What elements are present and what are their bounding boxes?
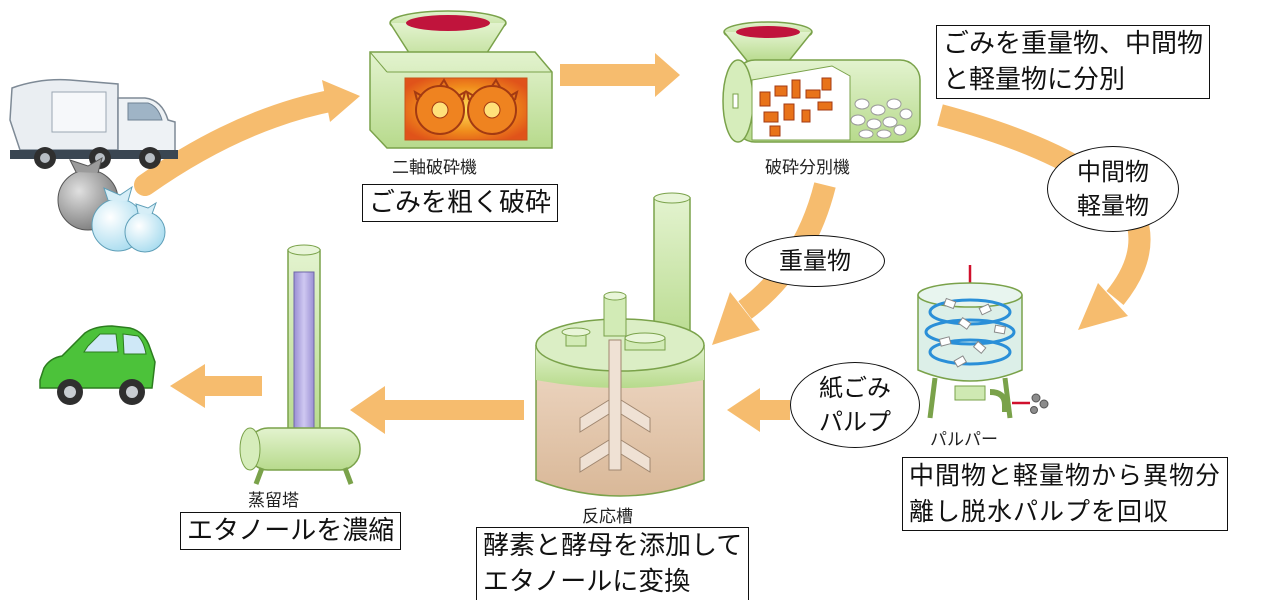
pulper-note-line-1: 中間物と軽量物から異物分	[909, 461, 1222, 490]
distiller-note: エタノールを濃縮	[180, 512, 402, 550]
heavy-flow-label: 重量物	[745, 235, 885, 287]
pulper-note: 中間物と軽量物から異物分 離し脱水パルプを回収	[902, 457, 1229, 531]
distiller-label: 蒸留塔	[248, 491, 299, 511]
distillation-tower	[239, 244, 361, 485]
car-icon	[39, 325, 156, 405]
arrow-distiller-to-car	[170, 364, 262, 408]
garbage-bag-icon	[57, 156, 166, 253]
arrow-truck-to-shredder	[134, 80, 360, 196]
arrow-reactor-to-distiller	[350, 386, 524, 434]
reactor-label: 反応槽	[582, 507, 633, 527]
middle-light-flow-label: 中間物 軽量物	[1047, 146, 1179, 232]
arrow-shredder-to-separator	[560, 53, 680, 97]
separator-note: ごみを重量物、中間物 と軽量物に分別	[936, 25, 1211, 99]
reactor-tank	[535, 192, 705, 497]
arrow-pulper-to-reactor	[727, 388, 790, 432]
shredder-machine	[369, 10, 553, 149]
pulper-machine	[917, 265, 1049, 419]
separator-machine	[722, 21, 921, 143]
shredder-note: ごみを粗く破砕	[362, 184, 559, 222]
separator-note-line-2: と軽量物に分別	[943, 65, 1126, 95]
reactor-note-line-2: エタノールに変換	[483, 567, 691, 597]
pulper-note-line-2: 離し脱水パルプを回収	[909, 497, 1170, 526]
reactor-note: 酵素と酵母を添加して エタノールに変換	[476, 527, 750, 600]
garbage-truck-icon	[9, 78, 178, 169]
pulper-label: パルパー	[930, 430, 998, 450]
separator-note-line-1: ごみを重量物、中間物	[943, 29, 1204, 59]
paper-pulp-flow-label: 紙ごみ パルプ	[790, 362, 920, 448]
shredder-label: 二軸破砕機	[392, 158, 477, 178]
separator-label: 破砕分別機	[765, 158, 850, 178]
distiller-note-text: エタノールを濃縮	[187, 516, 395, 546]
shredder-note-text: ごみを粗く破砕	[369, 188, 552, 218]
reactor-note-line-1: 酵素と酵母を添加して	[483, 531, 743, 561]
